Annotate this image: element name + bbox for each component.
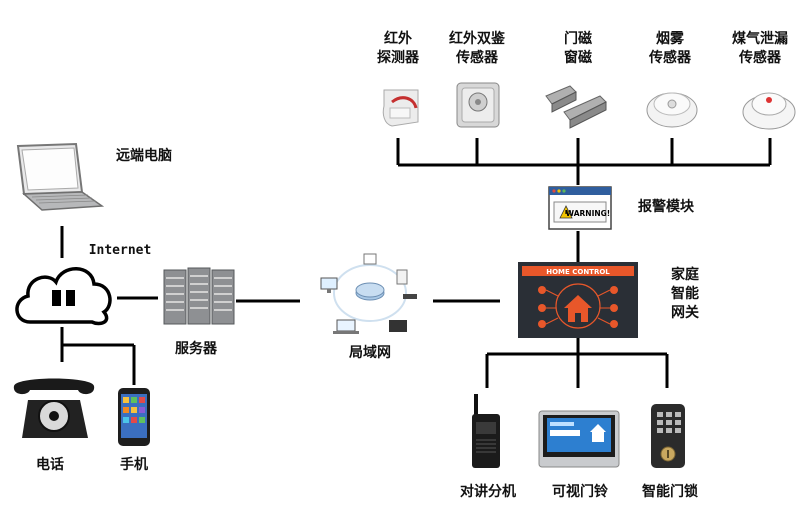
intercom-label: 对讲分机 bbox=[460, 484, 516, 500]
lan-label: 局域网 bbox=[349, 345, 391, 361]
cloud-icon bbox=[15, 267, 112, 326]
home-control-text: HOME CONTROL bbox=[546, 268, 610, 276]
laptop-icon bbox=[16, 142, 104, 211]
ir-detector-icon bbox=[382, 89, 419, 127]
home-gateway-icon: HOME CONTROL bbox=[518, 262, 638, 338]
walkie-talkie-icon bbox=[472, 394, 500, 468]
sensor-smoke-label: 烟雾 传感器 bbox=[649, 31, 691, 66]
smartphone-icon bbox=[118, 388, 150, 446]
magnetic-contact-icon bbox=[545, 85, 607, 129]
alarm-warning-icon: WARNING! bbox=[548, 186, 612, 230]
gas-detector-icon bbox=[742, 92, 796, 130]
video-doorbell-icon bbox=[538, 410, 620, 468]
remote-pc-label: 远端电脑 bbox=[116, 148, 172, 164]
alarm-module-label: 报警模块 bbox=[638, 199, 694, 215]
sensor-dual-label: 红外双鉴 传感器 bbox=[449, 31, 505, 66]
warning-text: WARNING! bbox=[566, 209, 610, 218]
mobile-label: 手机 bbox=[120, 457, 148, 473]
doorbell-label: 可视门铃 bbox=[552, 484, 608, 500]
phone-label: 电话 bbox=[36, 457, 64, 473]
smart-lock-label: 智能门锁 bbox=[642, 484, 698, 500]
dual-tech-sensor-icon bbox=[456, 82, 500, 128]
server-rack-icon bbox=[163, 267, 235, 325]
network-icon bbox=[320, 253, 417, 334]
internet-label: Internet bbox=[88, 243, 152, 258]
sensor-ir-label: 红外 探测器 bbox=[377, 31, 419, 66]
smoke-detector-icon bbox=[646, 92, 698, 128]
gateway-label: 家庭 智能 网关 bbox=[671, 267, 699, 321]
keypad-lock-icon bbox=[651, 404, 685, 468]
sensor-door-label: 门磁 窗磁 bbox=[564, 31, 592, 66]
server-label: 服务器 bbox=[175, 341, 217, 357]
sensor-gas-label: 煤气泄漏 传感器 bbox=[732, 31, 788, 66]
rotary-phone-icon bbox=[13, 378, 95, 438]
